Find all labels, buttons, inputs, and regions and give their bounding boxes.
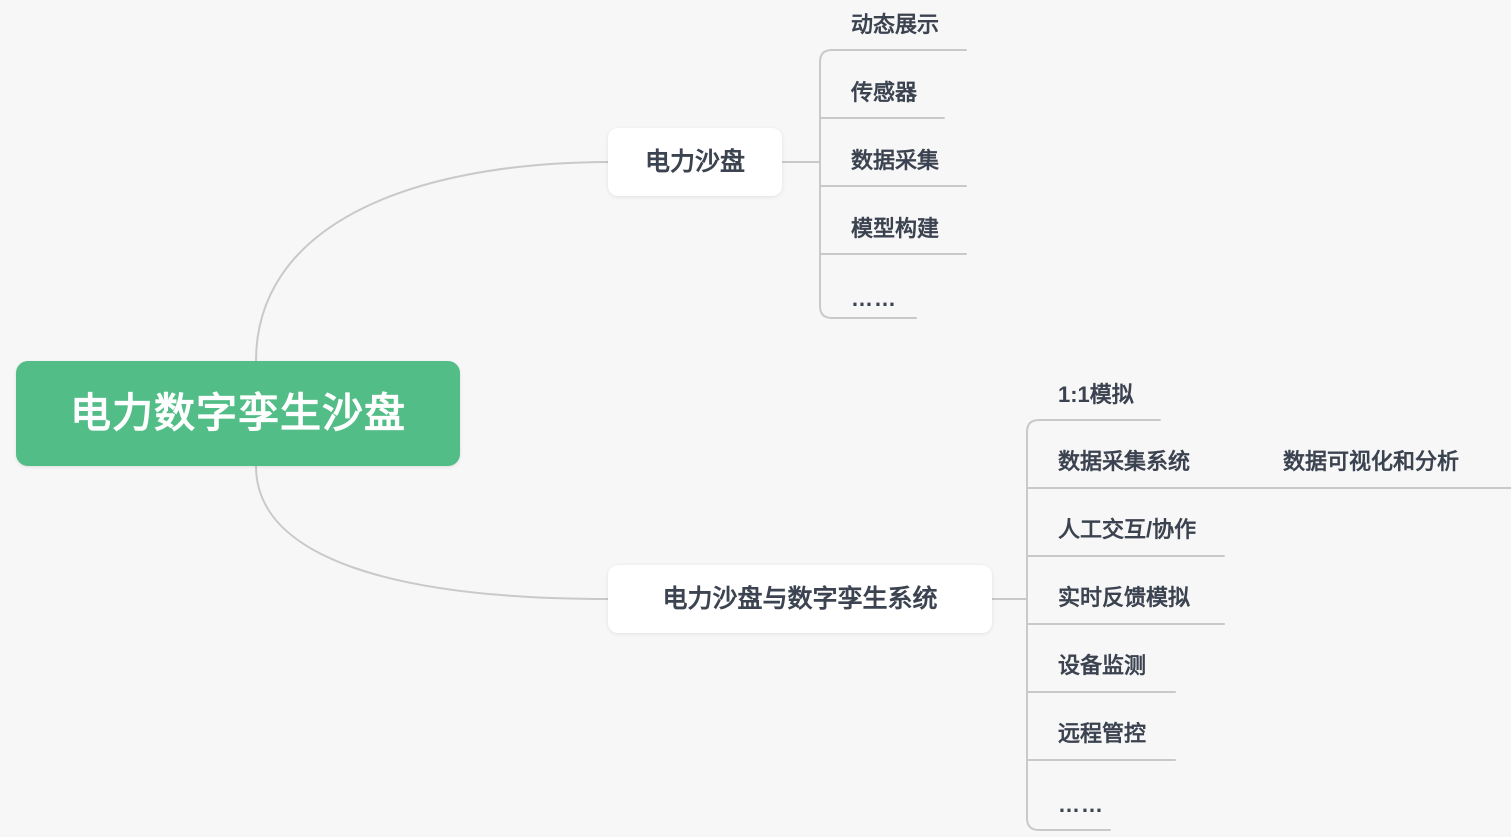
leaf-node-remote-control[interactable]: 远程管控 — [1058, 723, 1146, 745]
leaf-node-more-bottom[interactable]: …… — [1058, 794, 1104, 816]
leaf-node-label: 数据采集系统 — [1058, 449, 1191, 474]
leaf-node-label: 数据采集 — [851, 148, 940, 173]
leaf-node-sensor[interactable]: 传感器 — [851, 82, 917, 104]
leaf-node-label: 实时反馈模拟 — [1058, 585, 1191, 610]
leaf-node-model-building[interactable]: 模型构建 — [851, 218, 939, 240]
leaf-node-label: 动态展示 — [851, 12, 940, 37]
leaf-node-label: 远程管控 — [1058, 721, 1147, 746]
leaf-node-equipment-monitoring[interactable]: 设备监测 — [1058, 655, 1146, 677]
leaf-node-label: 人工交互/协作 — [1058, 517, 1197, 542]
leaf-node-human-interaction-collaboration[interactable]: 人工交互/协作 — [1058, 519, 1196, 541]
leaf-node-data-collection[interactable]: 数据采集 — [851, 150, 939, 172]
leaf-node-label: 传感器 — [851, 80, 918, 105]
leaf-node-label: 数据可视化和分析 — [1283, 449, 1460, 474]
leaf-node-dynamic-display[interactable]: 动态展示 — [851, 14, 939, 36]
edge-bottom-spine — [1026, 419, 1161, 831]
leaf-node-data-visualization-and-analysis[interactable]: 数据可视化和分析 — [1283, 451, 1459, 473]
leaf-node-label: …… — [851, 286, 897, 311]
leaf-node-label: …… — [1058, 792, 1104, 817]
edge-root-to-top-branch — [255, 161, 609, 362]
leaf-node-realtime-feedback-simulation[interactable]: 实时反馈模拟 — [1058, 587, 1190, 609]
root-node-label: 电力数字孪生沙盘 — [70, 390, 406, 436]
leaf-node-data-collection-system[interactable]: 数据采集系统 — [1058, 451, 1190, 473]
branch-node-label: 电力沙盘 — [644, 147, 745, 176]
leaf-node-label: 设备监测 — [1058, 653, 1147, 678]
branch-node-sandbox-digital-twin-system[interactable]: 电力沙盘与数字孪生系统 — [608, 565, 992, 633]
edge-root-to-bottom-branch — [255, 465, 609, 600]
leaf-node-one-to-one-simulation[interactable]: 1:1模拟 — [1058, 384, 1134, 406]
root-node[interactable]: 电力数字孪生沙盘 — [16, 361, 460, 466]
leaf-node-more-top[interactable]: …… — [851, 288, 897, 310]
leaf-node-label: 1:1模拟 — [1058, 382, 1134, 407]
leaf-node-label: 模型构建 — [851, 216, 940, 241]
branch-node-label: 电力沙盘与数字孪生系统 — [662, 584, 938, 613]
branch-node-power-sandbox[interactable]: 电力沙盘 — [608, 128, 782, 196]
